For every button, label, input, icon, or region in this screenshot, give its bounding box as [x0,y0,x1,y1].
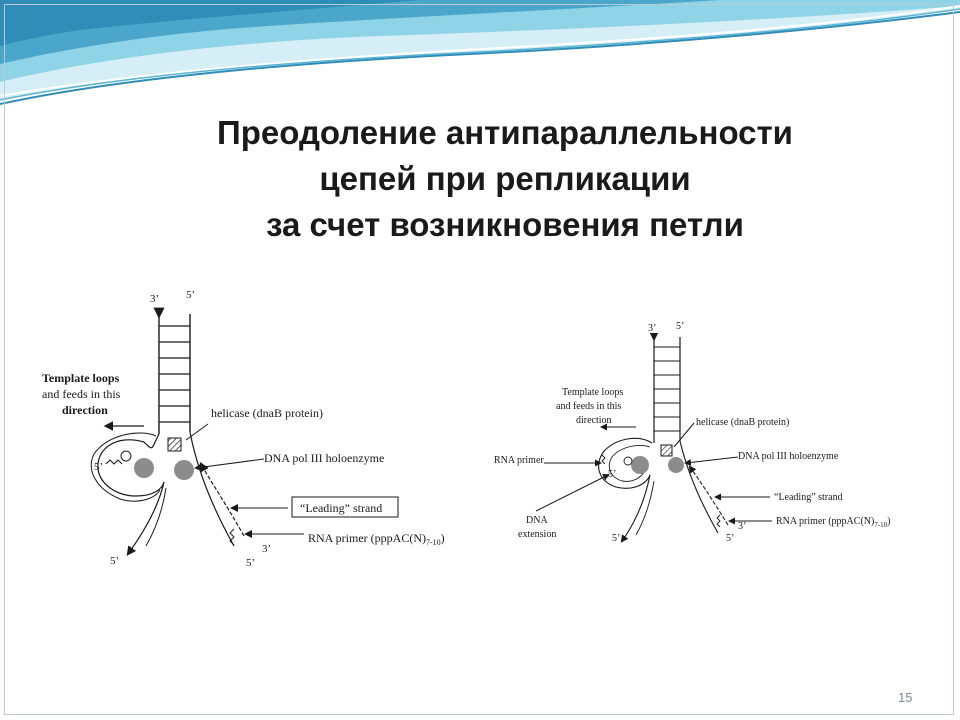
label-top-3: 3’ [648,323,656,334]
primer-squiggle [716,514,721,528]
label-rna-primer: RNA primer (pppAC(N)7-10) [308,531,445,547]
pol-iii-core-leading [668,457,684,473]
label-helicase: helicase (dnaB protein) [696,417,789,428]
leading-strand-new [688,465,729,526]
helicase-pointer [673,422,695,448]
base-pair-rungs [159,325,190,423]
label-bottom-3: 3’ [738,521,746,532]
replication-fork-figure-left: 3’ 5’ Template loops and feeds in this d… [36,284,474,572]
label-helicase: helicase (dnaB protein) [211,406,323,420]
label-template-loops-1: Template loops [562,387,623,398]
label-leading-strand: “Leading” strand [774,492,843,503]
leading-strand-box [291,496,399,518]
label-rna-primer-left: RNA primer [494,455,544,466]
label-dna-extension-1: DNA [526,515,548,526]
loop-primer-circle [120,450,132,462]
helicase-box [660,444,673,457]
base-pair-rungs [654,346,680,432]
slide-frame [4,4,954,715]
page-number: 15 [898,690,913,705]
title-line-2: цепей при репликации [319,160,691,197]
label-template-loops-1: Template loops [42,371,120,385]
label-bottom-left-5: 5’ [612,533,620,544]
pol-pointer [194,458,265,472]
label-loop-5: 5’ [608,469,616,480]
template-loop [598,437,653,489]
pol-iii-core-leading [174,460,194,480]
label-template-loops-3: direction [62,403,108,417]
label-bottom-5: 5’ [246,557,255,569]
label-pol-iii: DNA pol III holoenzyme [264,451,384,465]
slide-title: Преодоление антипараллельности цепей при… [150,110,860,248]
label-rna-primer: RNA primer (pppAC(N)7-10) [776,516,891,529]
replication-fork-figure-right: 3’ 5’ Template loops and feeds in this d… [480,315,912,563]
pol-pointer [684,456,739,466]
lagging-template-strand [126,481,165,556]
loop-primer-circle [623,456,633,466]
label-top-5: 5’ [186,289,195,301]
label-dna-extension-2: extension [518,529,556,540]
primer-squiggle [229,528,235,546]
wave-banner [0,0,960,105]
label-template-loops-3: direction [576,415,612,426]
dna-extension-pointer [535,474,610,512]
label-loop-5: 5’ [94,461,103,473]
label-pol-iii: DNA pol III holoenzyme [738,451,839,462]
leading-strand-template [189,431,235,547]
helicase-pointer [185,423,209,441]
title-line-3: за счет возникновения петли [266,206,744,243]
label-top-5: 5’ [676,321,684,332]
label-leading-strand: “Leading” strand [300,501,382,515]
label-template-loops-2: and feeds in this [556,401,621,412]
label-bottom-5: 5’ [726,533,734,544]
label-bottom-left-5: 5’ [110,555,119,567]
loop-primer-squiggle [601,454,606,465]
leading-strand-template [679,440,719,534]
lagging-template-strand [620,474,651,543]
template-loop [97,433,165,497]
label-bottom-3: 3’ [262,543,271,555]
pol-iii-core-lagging [134,458,154,478]
pol-iii-core-lagging [631,456,649,474]
title-line-1: Преодоление антипараллельности [217,114,793,151]
label-template-loops-2: and feeds in this [42,387,121,401]
helicase-box [167,437,182,452]
label-top-3: 3’ [150,293,159,305]
